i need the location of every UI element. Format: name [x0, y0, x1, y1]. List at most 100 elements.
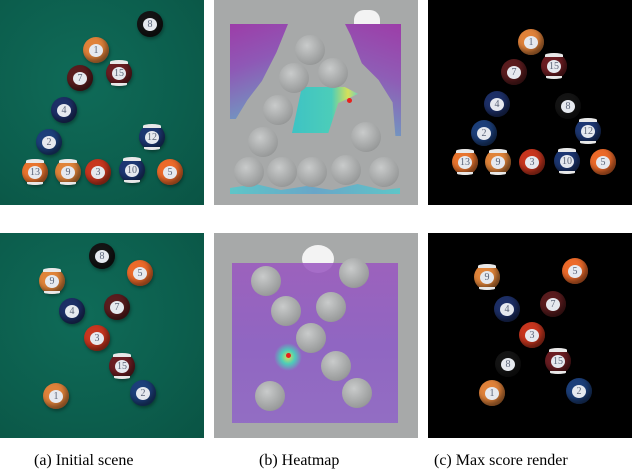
caption-c: (c) Max score render	[434, 452, 568, 469]
billiard-ball-5: 5	[590, 149, 616, 175]
billiard-ball-10: 10	[119, 157, 145, 183]
ball-number: 1	[89, 44, 103, 57]
billiard-ball-7: 7	[501, 59, 527, 85]
billiard-ball-15: 15	[541, 53, 567, 79]
ball-number: 2	[572, 385, 586, 398]
depth-bump	[369, 157, 399, 187]
billiard-ball-8: 8	[495, 351, 521, 377]
ball-number: 3	[91, 166, 105, 179]
billiard-ball-2: 2	[566, 378, 592, 404]
ball-number: 8	[501, 358, 515, 371]
ball-number: 4	[57, 104, 71, 117]
billiard-ball-1: 1	[479, 380, 505, 406]
billiard-ball-3: 3	[519, 149, 545, 175]
billiard-ball-8: 8	[137, 11, 163, 37]
billiard-ball-5: 5	[562, 258, 588, 284]
depth-bump	[297, 157, 327, 187]
ball-number: 7	[546, 298, 560, 311]
ball-number: 2	[136, 387, 150, 400]
billiard-ball-4: 4	[484, 91, 510, 117]
billiard-ball-2: 2	[36, 129, 62, 155]
ball-number: 1	[524, 36, 538, 49]
billiard-ball-4: 4	[59, 298, 85, 324]
ball-number: 5	[568, 265, 582, 278]
billiard-ball-2: 2	[471, 120, 497, 146]
billiard-ball-12: 12	[575, 118, 601, 144]
billiard-ball-7: 7	[104, 294, 130, 320]
billiard-ball-1: 1	[83, 37, 109, 63]
max-score-render-row2: 9 5 4 7 3 8 15 1 2	[428, 233, 632, 438]
billiard-ball-8: 8	[89, 243, 115, 269]
billiard-ball-9: 9	[474, 264, 500, 290]
depth-bump	[351, 122, 381, 152]
max-score-marker	[286, 353, 291, 358]
depth-bump	[267, 157, 297, 187]
ball-number: 3	[525, 329, 539, 342]
billiard-ball-8: 8	[555, 93, 581, 119]
depth-bump	[234, 157, 264, 187]
depth-bump	[248, 127, 278, 157]
billiard-ball-13: 13	[452, 149, 478, 175]
billiard-ball-1: 1	[518, 29, 544, 55]
depth-bump	[342, 378, 372, 408]
depth-bump	[316, 292, 346, 322]
ball-number: 9	[480, 271, 494, 284]
ball-number: 7	[110, 301, 124, 314]
heatmap-row2	[214, 233, 418, 438]
ball-number: 10	[560, 155, 574, 168]
ball-number: 3	[525, 156, 539, 169]
ball-number: 15	[547, 60, 561, 73]
ball-number: 13	[28, 166, 42, 179]
billiard-ball-12: 12	[139, 124, 165, 150]
ball-number: 9	[45, 275, 59, 288]
ball-number: 12	[581, 125, 595, 138]
billiard-ball-15: 15	[545, 348, 571, 374]
ball-number: 4	[65, 305, 79, 318]
heatmap-hotspot	[292, 87, 358, 133]
heatmap-row1	[214, 0, 418, 205]
billiard-ball-7: 7	[540, 291, 566, 317]
ball-number: 1	[485, 387, 499, 400]
ball-number: 10	[125, 164, 139, 177]
ball-number: 2	[42, 136, 56, 149]
ball-number: 8	[143, 18, 157, 31]
billiard-ball-9: 9	[39, 268, 65, 294]
max-score-marker	[347, 98, 352, 103]
billiard-ball-4: 4	[51, 97, 77, 123]
heatmap-region-right	[345, 24, 401, 136]
billiard-ball-3: 3	[84, 325, 110, 351]
ball-number: 4	[500, 303, 514, 316]
ball-number: 9	[491, 156, 505, 169]
caption-b: (b) Heatmap	[259, 452, 340, 469]
ball-number: 2	[477, 127, 491, 140]
billiard-ball-10: 10	[554, 148, 580, 174]
caption-a: (a) Initial scene	[34, 452, 134, 469]
ball-number: 1	[49, 390, 63, 403]
ball-number: 15	[112, 67, 126, 80]
depth-bump	[251, 266, 281, 296]
ball-number: 7	[507, 66, 521, 79]
ball-number: 8	[561, 100, 575, 113]
billiard-ball-5: 5	[127, 260, 153, 286]
ball-number: 5	[163, 166, 177, 179]
depth-bump	[263, 95, 293, 125]
billiard-ball-1: 1	[43, 383, 69, 409]
ball-number: 13	[458, 156, 472, 169]
depth-bump	[318, 58, 348, 88]
ball-number: 5	[596, 156, 610, 169]
billiard-ball-15: 15	[109, 353, 135, 379]
heatmap-region-bottom	[230, 184, 400, 194]
max-score-render-row1: 1 15 7 4 8 2 12 13 9 3 10 5	[428, 0, 632, 205]
ball-number: 12	[145, 131, 159, 144]
depth-bump	[271, 296, 301, 326]
depth-bump	[255, 381, 285, 411]
ball-number: 7	[73, 72, 87, 85]
white-ball-highlight	[354, 10, 380, 24]
depth-bump	[321, 351, 351, 381]
billiard-ball-7: 7	[67, 65, 93, 91]
ball-number: 15	[115, 360, 129, 373]
depth-bump	[296, 323, 326, 353]
billiard-ball-4: 4	[494, 296, 520, 322]
